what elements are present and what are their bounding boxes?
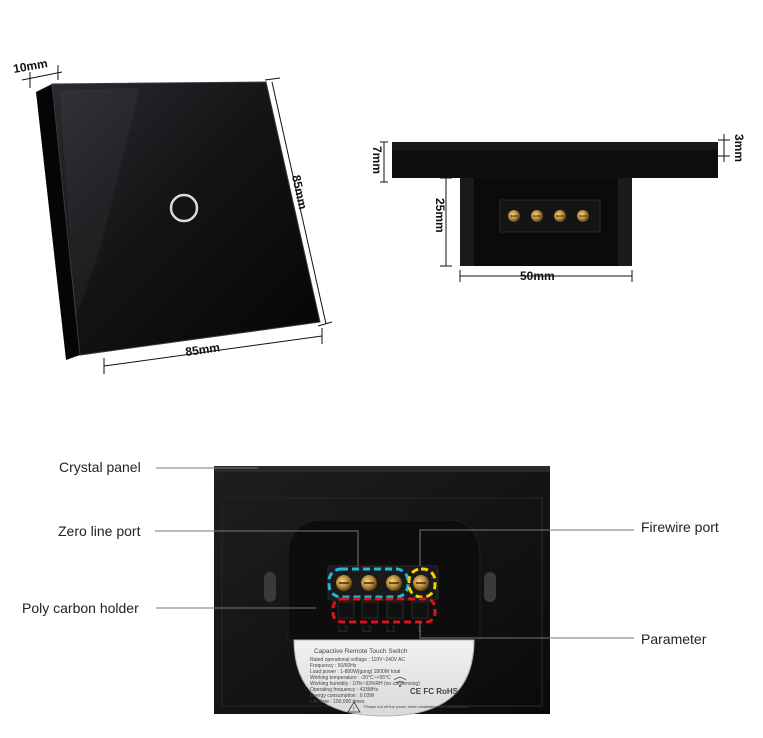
panel-side-edge [36,84,80,360]
terminal-label-l: L [418,624,423,634]
sticker-line-1: Frequency : 50/60Hz [310,663,357,669]
dim-thickness: 10mm [12,56,63,88]
dim-box-width-label: 50mm [520,269,555,283]
warning-triangle-icon: ! [347,701,361,713]
dim-panel-thickness: 3mm [718,134,746,162]
sticker-line-2: Load power : 1-800W(gang) 1800W total [310,669,400,675]
terminal-label-l1: L1 [386,624,396,634]
callout-firewire-port: Firewire port [419,519,719,566]
front-panel-view [36,81,321,360]
callout-parameter: Parameter [419,622,707,647]
sticker-line-6: Energy consumption : 0.03W [310,693,374,699]
sticker-line-5: Operating frequency : 433MHz [310,687,379,693]
callout-firewire-port-label: Firewire port [641,519,719,535]
sticker-line-3: Working temperature : -20°C~+55°C [310,675,391,681]
dim-panel-thickness-label: 3mm [732,134,746,162]
mount-slot-right [484,572,496,602]
sticker-line-0: Rated operational voltage : 110V~240V AC [310,657,406,663]
touch-ring [169,193,199,223]
glass-face [51,81,321,356]
label-sticker [293,639,475,717]
sticker-line-7: Life time : 100,000 times [310,699,365,705]
back-screws [336,575,429,591]
sticker-title: Capactive Remote Touch Switch [314,648,408,655]
callout-poly-carbon-holder-label: Poly carbon holder [22,600,139,616]
callout-crystal-panel: Crystal panel [59,459,258,475]
side-view [392,142,718,266]
glass-reflection [60,88,140,320]
callout-poly-carbon-holder: Poly carbon holder [22,600,316,616]
sticker-line-4: Working humidity : 10%~93%RH (no condens… [310,681,420,687]
dim-box-height: 25mm [433,177,452,267]
dim-width-front: 85mm [103,328,323,374]
dim-thickness-label: 10mm [12,56,49,76]
back-view: L3 L2 L1 L Capactive Remote Touch Switch… [214,466,550,717]
zero-line-port-highlight [327,567,410,599]
wifi-icon [393,677,407,687]
dim-box-height-label: 25mm [433,198,447,233]
crystal-panel-edge [214,466,550,474]
terminal-label-l2: L2 [362,624,372,634]
svg-text:!: ! [353,707,355,713]
dim-width-front-label: 85mm [184,340,220,359]
firewire-port-highlight [407,567,437,599]
mount-slot-left [264,572,276,602]
callout-zero-line-port: Zero line port [58,523,359,566]
parameter-highlight [331,597,437,624]
sticker-warning: Please cut off the power when installati… [364,704,470,709]
callout-crystal-panel-label: Crystal panel [59,459,141,475]
side-screws [508,210,589,222]
terminal-slots [337,601,429,619]
dim-box-width: 50mm [459,269,633,283]
callout-zero-line-port-label: Zero line port [58,523,141,539]
dim-depth-box: 7mm [370,141,388,183]
dim-depth-box-label: 7mm [370,146,384,174]
callout-parameter-label: Parameter [641,631,707,647]
sticker-cert-marks: CE FC RoHS [410,687,459,696]
terminal-label-l3: L3 [338,624,348,634]
side-panel-plate [392,142,718,150]
